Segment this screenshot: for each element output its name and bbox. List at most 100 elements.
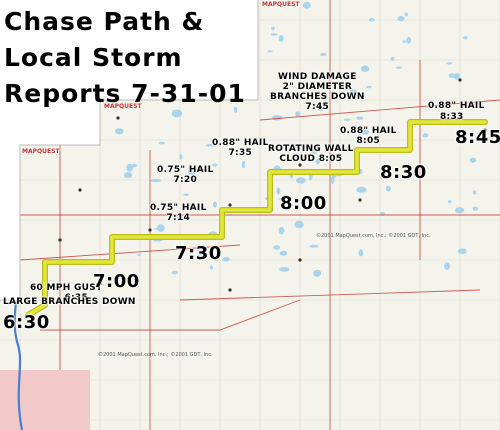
lake (330, 176, 335, 184)
report-60mph-gust: 60 MPH GUST 6:35 (30, 283, 103, 303)
lake (356, 116, 364, 120)
lake (172, 110, 176, 113)
report-time: 6:35 (64, 293, 89, 303)
lake (222, 257, 230, 262)
lake (406, 36, 412, 44)
town-marker (148, 228, 152, 232)
lake (123, 172, 133, 179)
lake (278, 226, 285, 235)
town-marker (128, 298, 132, 302)
lake (271, 26, 275, 31)
title-line-3: Reports 7-31-01 (4, 79, 246, 108)
report-text: 60 MPH GUST (30, 283, 103, 293)
title-line-2: Local Storm (4, 43, 183, 72)
lake (453, 73, 460, 80)
town-marker (323, 93, 327, 97)
lake (463, 36, 468, 40)
report-hail-833: 0.88" HAIL (428, 101, 485, 111)
lake (158, 141, 165, 145)
town-marker (358, 198, 362, 202)
lake (368, 18, 375, 22)
town-marker (116, 116, 120, 120)
lake (422, 133, 429, 138)
lake (360, 65, 370, 72)
road (179, 289, 481, 301)
report-wind-damage: WIND DAMAGE 2" DIAMETER BRANCHES DOWN 7:… (270, 72, 365, 112)
lake (183, 193, 189, 196)
lake (171, 270, 179, 275)
lake (413, 173, 417, 177)
lake (150, 178, 162, 183)
lake (126, 163, 134, 172)
lake (294, 198, 299, 203)
report-text: CLOUD 8:05 (279, 154, 343, 164)
time-label-833: 8:33 (440, 112, 464, 122)
lake (187, 168, 197, 176)
report-text: WIND DAMAGE (278, 72, 357, 82)
lake (233, 106, 238, 113)
lake (197, 253, 205, 258)
lake (390, 56, 395, 61)
report-time: 7:45 (305, 102, 330, 112)
lake (157, 224, 165, 232)
town-marker (298, 163, 302, 167)
report-hail-805: 0.88" HAIL 8:05 (340, 126, 397, 146)
lake (279, 250, 288, 256)
report-text: BRANCHES DOWN (270, 92, 365, 102)
lake (455, 207, 465, 214)
lake (311, 150, 317, 155)
report-text: 0.75" HAIL (157, 165, 214, 175)
lake (291, 145, 298, 151)
lake (457, 248, 467, 255)
town-marker (458, 78, 462, 82)
lake (385, 185, 391, 192)
lake (317, 107, 324, 112)
lake (273, 245, 281, 250)
lake (131, 163, 137, 168)
time-label-700: 7:00 (93, 271, 140, 292)
town-marker (58, 238, 62, 242)
lake (270, 33, 278, 36)
lake (447, 200, 452, 204)
report-time: 7:35 (228, 148, 253, 158)
report-hail-735: 0.88" HAIL 7:35 (212, 138, 269, 158)
map-copyright: ©2001 MapQuest.com, Inc.; ©2001 GDT, Inc… (316, 233, 431, 239)
lake (278, 34, 284, 42)
lake (260, 141, 267, 145)
lake (397, 15, 405, 22)
lake (241, 160, 246, 169)
lake (366, 85, 372, 89)
report-text: 0.88" HAIL (212, 138, 269, 148)
map-copyright: ©2001 MapQuest.com, Inc.; ©2001 GDT, Inc… (98, 352, 213, 358)
town-marker (228, 288, 232, 292)
report-large-branches: LARGE BRANCHES DOWN (3, 297, 136, 307)
lake (179, 153, 183, 160)
lake (446, 62, 453, 65)
lake (349, 89, 357, 96)
lake (279, 267, 290, 272)
town-marker (298, 258, 302, 262)
time-label-800: 8:00 (280, 193, 327, 214)
report-hail-720: 0.75" HAIL 7:20 (157, 165, 214, 185)
mapquest-logo: MAPQUEST (22, 148, 60, 155)
time-label-630: 6:30 (3, 312, 50, 333)
title-line-1: Chase Path & (4, 7, 205, 36)
report-rotating-wall-cloud: ROTATING WALL CLOUD 8:05 (268, 144, 354, 164)
lake (358, 249, 364, 257)
road (259, 99, 500, 121)
lake (469, 157, 477, 163)
lake (448, 73, 455, 78)
lake (356, 129, 365, 133)
town-marker (228, 203, 232, 207)
time-label-830: 8:30 (380, 162, 427, 183)
lake (313, 269, 322, 277)
lake (396, 66, 402, 70)
lake (402, 40, 406, 43)
road (40, 299, 301, 331)
town-marker (78, 188, 82, 192)
lake (278, 197, 289, 201)
road (19, 244, 241, 261)
report-text: 0.88" HAIL (340, 126, 397, 136)
